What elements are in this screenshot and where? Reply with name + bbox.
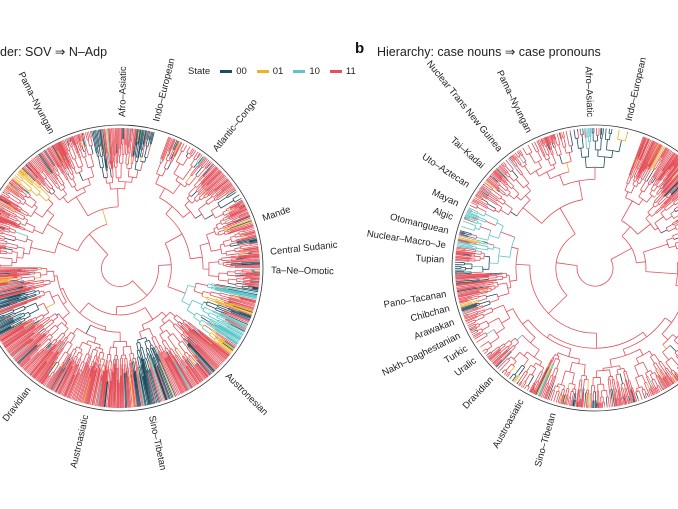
legend-label: State: [188, 66, 211, 77]
panel-b-branches-state-11: [455, 128, 678, 409]
panel-b-clade-label: Austroasiatic: [491, 397, 527, 450]
panel-a-clade-label: Pama–Nyungan: [16, 70, 57, 136]
panel-a-clade-ring: [0, 124, 264, 412]
panel-a-clade-label: Atlantic–Congo: [211, 97, 260, 154]
panel-b-clade-label: Tupian: [415, 253, 444, 265]
panel-b-clade-label: Afro–Asiatic: [582, 66, 595, 117]
legend-item-11: 11: [345, 66, 356, 77]
panel-b-letter: b: [355, 40, 365, 57]
panel-a-branches-state-11: [0, 127, 261, 409]
legend-swatch-01: [256, 70, 269, 73]
panel-a-branches-state-10: [0, 128, 258, 407]
state-legend: State 00 01 10 11: [188, 66, 356, 77]
panel-a-clade-label: Afro–Asiatic: [117, 66, 129, 117]
panel-b-clade-label: Nuclear Trans New Guinea: [424, 59, 505, 155]
panel-b-clade-label: Pama–Nyungan: [494, 69, 534, 135]
legend-swatch-11: [329, 70, 342, 73]
panel-a-clade-label: Indo–European: [151, 57, 177, 123]
legend-swatch-10: [293, 70, 306, 73]
tree-panel-a: Pama–Nyungan Afro–Asiatic Indo–EuropeanAtl…: [0, 57, 338, 471]
panel-a-title: der: SOV ⇒ N–Adp: [0, 45, 108, 59]
panel-b-clade-label: Algic: [431, 206, 454, 223]
panel-a-clade-label: Dravidian: [1, 385, 34, 424]
panel-a-clade-label: Ta–Ne–Omotic: [271, 265, 334, 277]
legend-item-00: 00: [236, 66, 247, 77]
panel-a-clade-label: Sino–Tibetan: [146, 415, 168, 472]
panel-b-branches-state-00: [455, 127, 678, 409]
panel-b-clade-label: Tai–Kadai: [448, 135, 486, 171]
panel-a-clade-label: Austroasiatic: [68, 414, 91, 470]
panel-b-clade-ring: [451, 124, 678, 412]
panel-b-clade-label: Uto–Aztecan: [420, 152, 472, 191]
panel-b-branches-state-01: [458, 130, 678, 408]
panel-b-branches-state-10: [456, 128, 666, 408]
panel-b-clade-label: Sino–Tibetan: [533, 412, 559, 469]
panel-b-title: Hierarchy: case nouns ⇒ case pronouns: [377, 45, 601, 59]
legend-item-10: 10: [309, 66, 320, 77]
panel-a-clade-label: Austronesian: [223, 371, 270, 418]
panel-a-clade-label: Mande: [261, 204, 292, 224]
legend-item-01: 01: [272, 66, 284, 77]
legend-swatch-00: [220, 70, 233, 73]
panel-b-clade-label: Indo–European: [624, 56, 649, 122]
panel-a-branches-state-00: [0, 127, 260, 408]
panel-b-clade-label: Dravidian: [461, 375, 496, 412]
panel-a-clade-label: Central Sudanic: [270, 240, 339, 258]
